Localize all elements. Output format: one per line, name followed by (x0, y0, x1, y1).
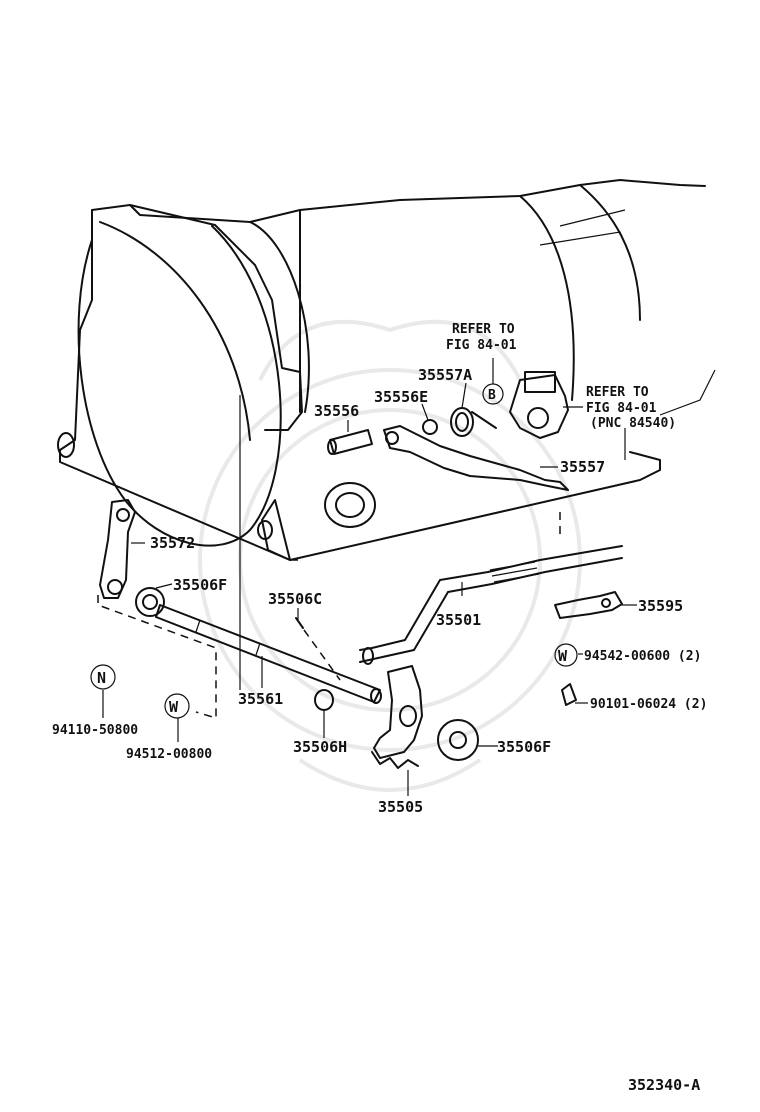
part-label-35506F-1: 35506F (173, 576, 227, 594)
callout-n-circle (90, 664, 116, 690)
part-label-35556: 35556 (314, 402, 359, 420)
part-neutral-switch (509, 371, 569, 439)
part-35561-shaft (155, 604, 382, 704)
part-35557A-spring (450, 407, 497, 437)
part-label-94542: 94542-00600 (2) (584, 649, 701, 664)
part-35506F-bushing-left (135, 587, 165, 617)
part-label-35557: 35557 (560, 458, 605, 476)
refer-to-label-1: REFER TO (452, 322, 515, 337)
callout-w-letter-1: W (558, 647, 568, 665)
part-35506F-bushing-right (437, 719, 479, 761)
refer-to-label-2: REFER TO (586, 385, 649, 400)
part-label-35572: 35572 (150, 534, 195, 552)
pnc-label: (PNC 84540) (590, 416, 676, 431)
part-label-90101: 90101-06024 (2) (590, 697, 707, 712)
part-35505-shift-plate (371, 665, 423, 769)
part-label-35595: 35595 (638, 597, 683, 615)
part-35572-arm (99, 499, 136, 599)
part-label-35505: 35505 (378, 798, 423, 816)
leader-lines (102, 358, 716, 796)
callout-n-letter: N (97, 669, 106, 687)
part-35595-bracket (554, 591, 623, 619)
part-35557-lever (383, 425, 569, 491)
callout-w-circle-2 (164, 693, 190, 719)
callout-w-circle-1 (554, 643, 578, 667)
part-35556E-clip (422, 419, 438, 435)
part-label-35501: 35501 (436, 611, 481, 629)
part-35556-pin (327, 429, 373, 455)
callout-b-letter: B (488, 388, 496, 403)
part-label-35557A: 35557A (418, 366, 472, 384)
part-label-35506F-2: 35506F (497, 738, 551, 756)
part-label-35506H: 35506H (293, 738, 347, 756)
part-35501-rod (359, 545, 623, 665)
callout-w-letter-2: W (169, 698, 179, 716)
part-90101-bolt (561, 683, 577, 706)
part-label-94110: 94110-50800 (52, 723, 138, 738)
part-label-94512: 94512-00800 (126, 747, 212, 762)
transmission-case (57, 179, 706, 690)
part-35506C-pin (295, 617, 341, 681)
callout-b-circle (482, 383, 504, 405)
figure-id-label: 352340-A (628, 1076, 700, 1094)
part-label-35561: 35561 (238, 690, 283, 708)
part-label-35556E: 35556E (374, 388, 428, 406)
fig-ref-label-1: FIG 84-01 (446, 338, 517, 353)
fig-ref-label-2: FIG 84-01 (586, 401, 657, 416)
part-label-35506C: 35506C (268, 590, 322, 608)
